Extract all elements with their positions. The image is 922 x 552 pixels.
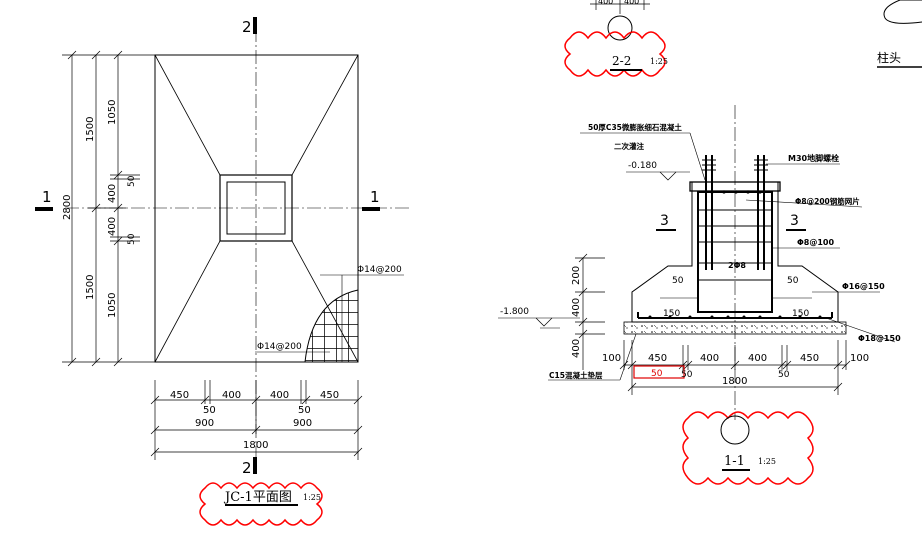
plan-dim-bottom-400-a: 400 bbox=[222, 390, 241, 401]
concrete-pad bbox=[623, 321, 847, 335]
plan-dim-1500-top: 1500 bbox=[85, 117, 96, 142]
section-2-2: 400 400 2-2 1:25 bbox=[564, 0, 668, 77]
footing-outline bbox=[154, 54, 359, 363]
section1-dim-400-vertical: 400 bbox=[571, 298, 582, 317]
column-head-detail: 柱头 bbox=[877, 0, 922, 68]
plan-dim-bottom-50-b: 50 bbox=[298, 405, 311, 416]
level-top: -0.180 bbox=[628, 161, 657, 171]
column-head-title: 柱头 bbox=[877, 50, 901, 65]
note-pad: C15混凝土垫层 bbox=[549, 370, 603, 380]
plan-dim-1050-bot: 1050 bbox=[107, 293, 118, 318]
section1-dim-150-right: 150 bbox=[792, 309, 809, 319]
section22-revision-cloud bbox=[564, 31, 666, 77]
note-base-bars: Φ18@150 bbox=[858, 334, 901, 343]
plan-dim-bottom-1800: 1800 bbox=[243, 440, 268, 451]
section22-title: 2-2 bbox=[612, 54, 631, 68]
plan-dim-1050-top: 1050 bbox=[107, 100, 118, 125]
note-mesh: Φ8@200钢筋网片 bbox=[795, 196, 860, 206]
section1-dim-50-bottom-b: 50 bbox=[778, 370, 790, 380]
section22-dim-b: 400 bbox=[624, 0, 639, 6]
plan-dim-1500-bot: 1500 bbox=[85, 275, 96, 300]
plan-rebar-label-b: Φ14@200 bbox=[257, 342, 302, 352]
section22-dim-a: 400 bbox=[598, 0, 613, 6]
plan-rebar-label-a: Φ14@200 bbox=[357, 265, 402, 275]
section-1-1: 3 3 50厚C35微膨胀细石混凝土 二次灌注 -0.180 M30地脚螺栓 Φ… bbox=[498, 105, 901, 485]
note-stirrup: Φ8@100 bbox=[797, 238, 835, 247]
section1-dim-50-left: 50 bbox=[672, 276, 684, 286]
section1-dim-200: 200 bbox=[571, 266, 582, 285]
note-top-bars: 2Φ8 bbox=[728, 261, 746, 270]
section1-dim-50-right: 50 bbox=[787, 276, 799, 286]
plan-section-mark-right: 1 bbox=[370, 188, 380, 206]
plan-scale: 1:25 bbox=[303, 493, 321, 502]
plan-section-mark-bottom: 2 bbox=[242, 459, 252, 477]
plan-title-revision-cloud bbox=[199, 482, 323, 526]
plan-dim-50-b: 50 bbox=[127, 233, 137, 245]
note-second-pour: 二次灌注 bbox=[614, 141, 644, 151]
section1-dim-1800: 1800 bbox=[722, 376, 747, 387]
plan-title: JC-1平面图 bbox=[223, 490, 292, 505]
level-bottom: -1.800 bbox=[500, 307, 529, 317]
plan-section-mark-top: 2 bbox=[242, 18, 252, 36]
section1-scale: 1:25 bbox=[758, 457, 776, 466]
section1-dim-50-highlight: 50 bbox=[651, 369, 663, 379]
section1-dim-400-right: 400 bbox=[748, 353, 767, 364]
note-side-bars: Φ16@150 bbox=[842, 282, 885, 291]
plan-dim-bottom-450-b: 450 bbox=[320, 390, 339, 401]
plan-dim-bottom-900-b: 900 bbox=[293, 418, 312, 429]
note-anchor-bolt: M30地脚螺栓 bbox=[788, 153, 839, 163]
section1-dim-400-pad: 400 bbox=[571, 339, 582, 358]
plan-view: Φ14@200 Φ14@200 2 2 1 1 2800 bbox=[35, 17, 410, 526]
plan-dim-bottom-400-b: 400 bbox=[270, 390, 289, 401]
section22-scale: 1:25 bbox=[650, 57, 668, 66]
plan-dim-2800: 2800 bbox=[62, 195, 73, 220]
section1-dim-50-bottom-a: 50 bbox=[681, 370, 693, 380]
section1-mark-3-left: 3 bbox=[660, 213, 669, 229]
section1-dim-450-right: 450 bbox=[800, 353, 819, 364]
section1-dim-100-right: 100 bbox=[850, 353, 869, 364]
section1-revision-cloud bbox=[682, 411, 814, 485]
plan-dim-bottom-450-a: 450 bbox=[170, 390, 189, 401]
section1-dim-400-left: 400 bbox=[700, 353, 719, 364]
note-grout: 50厚C35微膨胀细石混凝土 bbox=[588, 122, 682, 132]
section1-mark-3-right: 3 bbox=[790, 213, 799, 229]
plan-dim-bottom-50-a: 50 bbox=[203, 405, 216, 416]
plan-section-mark-left: 1 bbox=[42, 188, 52, 206]
plan-dim-50-a: 50 bbox=[127, 175, 137, 187]
section1-title: 1-1 bbox=[724, 454, 745, 469]
section1-dim-150-left: 150 bbox=[663, 309, 680, 319]
plan-dim-400-b: 400 bbox=[107, 217, 118, 236]
highlight-box bbox=[633, 365, 685, 379]
section1-dim-450-left: 450 bbox=[648, 353, 667, 364]
plan-dim-bottom-900-a: 900 bbox=[195, 418, 214, 429]
section1-dim-100-left: 100 bbox=[602, 353, 621, 364]
plan-dim-400-a: 400 bbox=[107, 184, 118, 203]
